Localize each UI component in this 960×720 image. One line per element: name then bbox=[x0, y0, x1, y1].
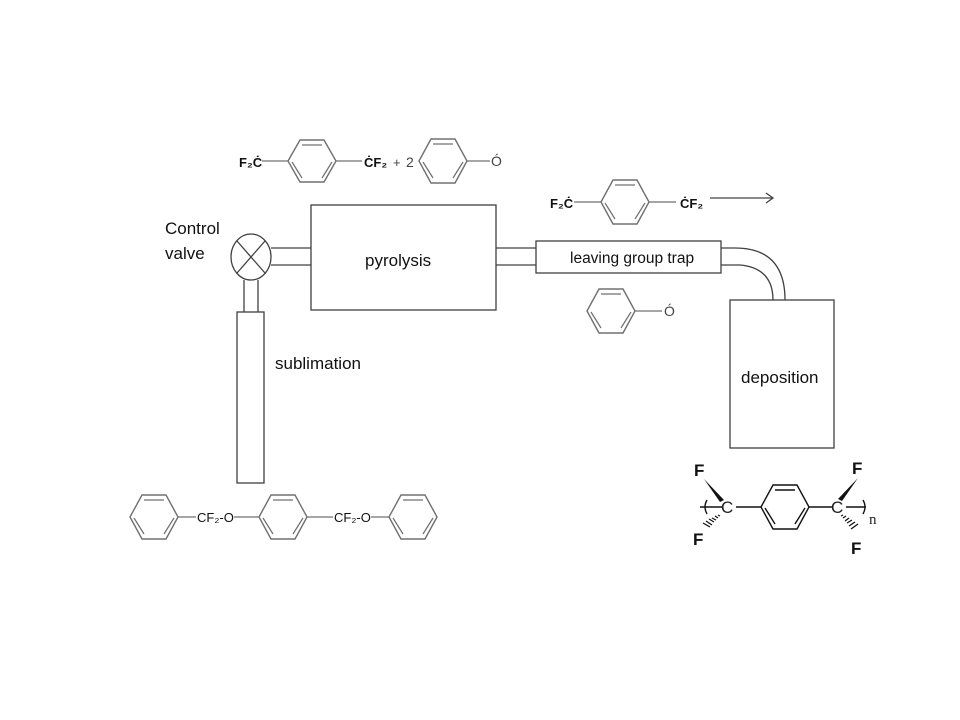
phenylene-ring bbox=[760, 484, 810, 530]
deposition-unit: deposition bbox=[729, 299, 835, 449]
precursor-group-2: CF₂-O bbox=[334, 510, 371, 525]
leaving-group-trap-label: leaving group trap bbox=[570, 250, 694, 267]
radical-left-label: F₂Ċ bbox=[239, 155, 263, 170]
trapped-phenoxy: Ó bbox=[586, 288, 675, 334]
polymer-subscript-n: n bbox=[869, 512, 877, 528]
deposition-label: deposition bbox=[741, 368, 819, 387]
hash-bond bbox=[702, 514, 721, 528]
pyrolysis-label: pyrolysis bbox=[365, 251, 431, 270]
polymer-f-top-right: F bbox=[852, 459, 862, 478]
phenoxy-ring bbox=[586, 288, 636, 334]
phenyl-ring-left bbox=[129, 494, 179, 540]
polymer-f-bottom-right: F bbox=[851, 539, 861, 558]
control-valve-label-line2: valve bbox=[165, 244, 205, 263]
trap-outlet-species: F₂Ċ ĊF₂ bbox=[550, 179, 775, 225]
polymer-f-top-left: F bbox=[694, 461, 704, 480]
hash-bond bbox=[840, 514, 859, 530]
outlet-radical-right: ĊF₂ bbox=[680, 196, 703, 211]
phenylene-ring-center bbox=[258, 494, 308, 540]
pyrolysis-furnace bbox=[310, 204, 497, 311]
phenyl-ring-right bbox=[388, 494, 438, 540]
leaving-group-trap-unit: leaving group trap bbox=[535, 240, 722, 274]
pyrolysis-products-equation: F₂Ċ ĊF₂ + 2 Ó bbox=[239, 138, 502, 184]
wedge-bond bbox=[704, 479, 724, 502]
pipe-valve-to-pyrolysis bbox=[271, 247, 311, 266]
precursor-molecule: CF₂-O CF₂-O bbox=[129, 494, 438, 540]
polymer-f-bottom-left: F bbox=[693, 530, 703, 549]
sublimation-unit: sublimation bbox=[236, 311, 361, 484]
radical-right-label: ĊF₂ bbox=[364, 155, 387, 170]
pipe-trap-to-deposition bbox=[721, 247, 786, 301]
polymer-structure: C F F C F bbox=[693, 459, 877, 558]
valve-x-circle-icon bbox=[236, 240, 266, 274]
plus-sign: + bbox=[393, 155, 401, 170]
precursor-group-1: CF₂-O bbox=[197, 510, 234, 525]
pipe-sublimation-to-valve bbox=[243, 280, 259, 312]
deposition-chamber bbox=[729, 299, 835, 449]
sublimation-label: sublimation bbox=[275, 354, 361, 373]
wedge-bond bbox=[838, 478, 858, 501]
leaving-group-trap bbox=[535, 240, 722, 274]
sublimation-column bbox=[236, 311, 265, 484]
benzene-ring bbox=[600, 179, 650, 225]
control-valve[interactable]: Control valve bbox=[165, 219, 272, 281]
benzene-ring bbox=[287, 139, 337, 183]
coefficient: 2 bbox=[406, 154, 414, 170]
pipe-pyrolysis-to-trap bbox=[496, 247, 536, 266]
pyrolysis-unit: pyrolysis bbox=[310, 204, 497, 311]
control-valve-label-line1: Control bbox=[165, 219, 220, 238]
trapped-phenoxy-oxygen: Ó bbox=[664, 303, 675, 319]
phenoxy-oxygen: Ó bbox=[491, 153, 502, 169]
arrow-right-icon bbox=[710, 192, 775, 204]
polymer-carbon-left: C bbox=[721, 498, 733, 517]
polymer-carbon-right: C bbox=[831, 498, 843, 517]
outlet-radical-left: F₂Ċ bbox=[550, 196, 574, 211]
phenoxy-ring bbox=[418, 138, 468, 184]
